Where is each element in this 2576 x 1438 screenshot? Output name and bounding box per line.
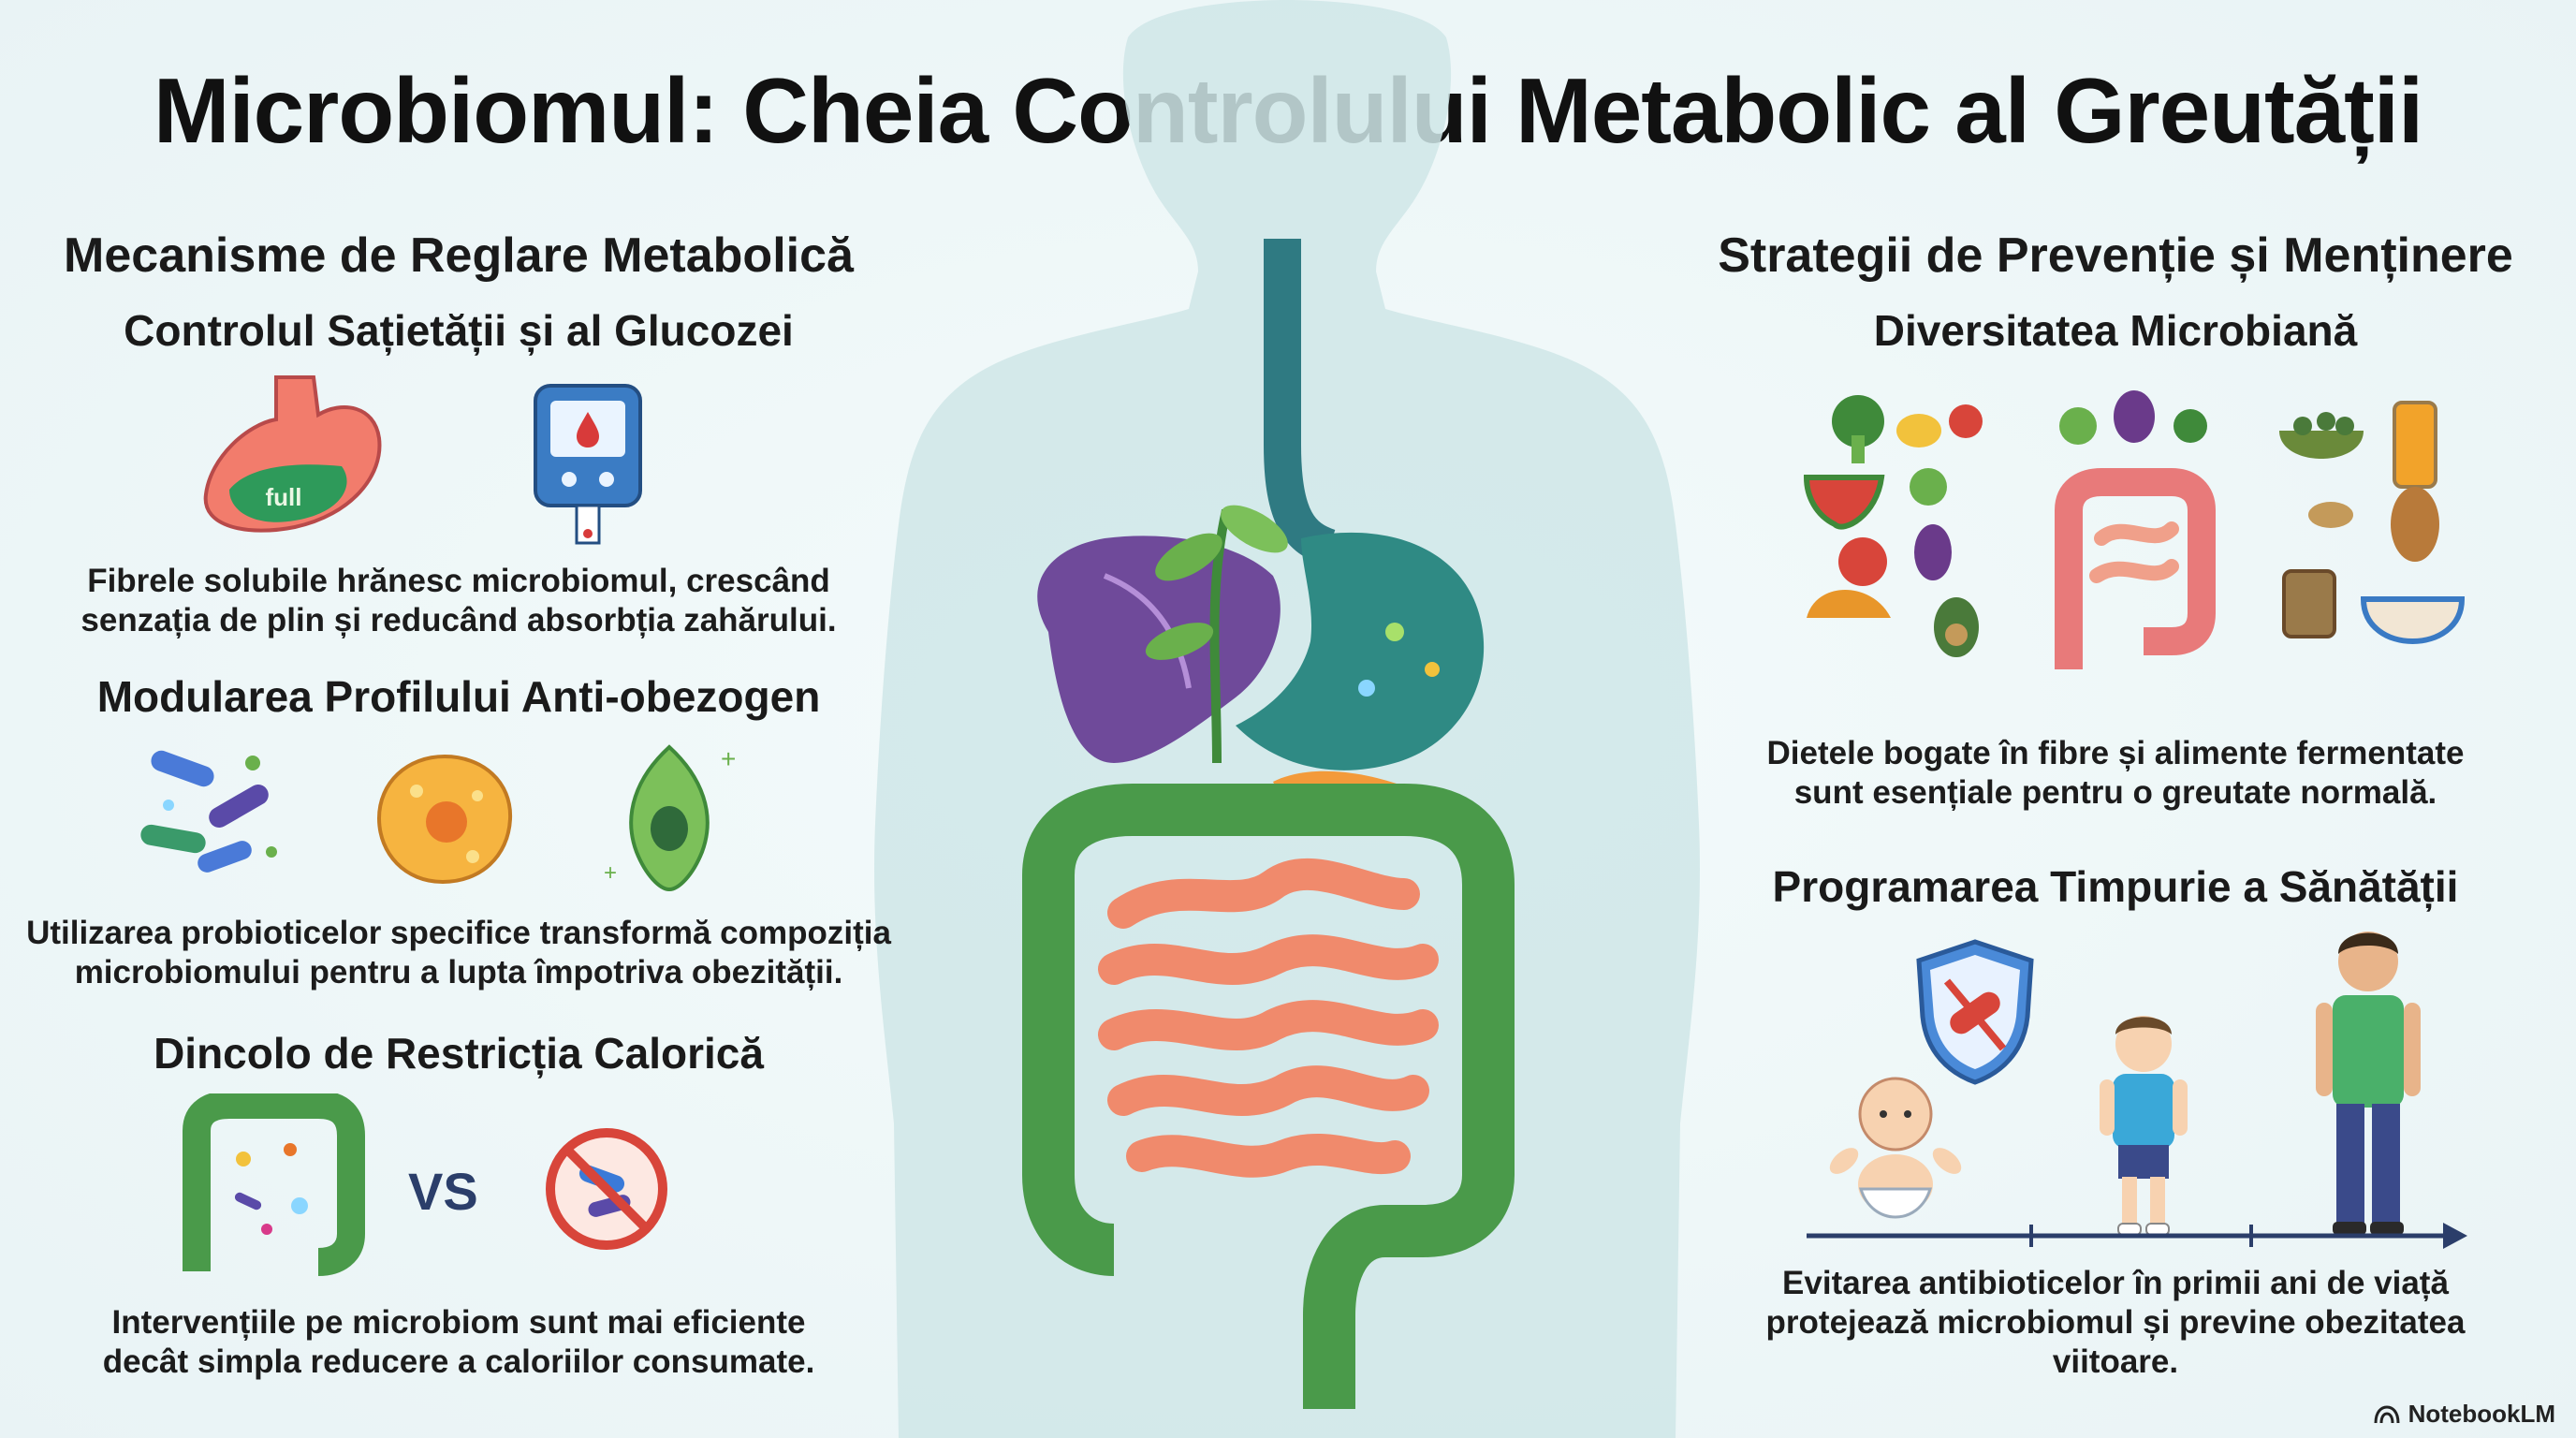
desc-line: Utilizarea probioticelor specifice trans… <box>26 915 891 951</box>
desc-line: Fibrele solubile hrănesc microbiomul, cr… <box>87 563 830 599</box>
left-subheading-1: Controlul Sațietății și al Glucozei <box>124 306 794 355</box>
right-desc-1: Dietele bogate în fibre și alimente ferm… <box>1676 734 2555 813</box>
desc-line: Dietele bogate în fibre și alimente ferm… <box>1766 735 2465 771</box>
colon-microbes-icon <box>183 1093 365 1276</box>
stomach-icon <box>1236 532 1485 770</box>
brand-label: NotebookLM <box>2408 1400 2555 1428</box>
digestive-system <box>1022 239 1515 1409</box>
adult-icon <box>2316 932 2421 1235</box>
colon-icon <box>1022 784 1515 1409</box>
left-subheading-3: Dincolo de Restricția Calorică <box>154 1029 764 1078</box>
timeline-arrow-icon <box>1807 1223 2467 1249</box>
desc-line: sunt esențiale pentru o greutate normală… <box>1793 774 2437 811</box>
desc-line: Intervențiile pe microbiom sunt mai efic… <box>111 1304 806 1341</box>
left-desc-1: Fibrele solubile hrănesc microbiomul, cr… <box>19 562 899 640</box>
child-icon <box>2100 1016 2188 1236</box>
fermented-foods-icon <box>2279 401 2466 644</box>
svg-text:+: + <box>604 860 617 886</box>
left-subheading-2: Modularea Profilului Anti-obezogen <box>96 672 821 721</box>
right-subheading-1: Diversitatea Microbiană <box>1873 306 2358 355</box>
desc-line: viitoare. <box>2052 1343 2179 1380</box>
left-desc-3: Intervențiile pe microbiom sunt mai efic… <box>19 1303 899 1382</box>
desc-line: senzația de plin și reducând absorbția z… <box>80 602 837 638</box>
esophagus-icon <box>1264 239 1336 565</box>
stomach-full-icon: full <box>203 375 382 533</box>
right-heading: Strategii de Prevenție și Menținere <box>1718 228 2513 283</box>
desc-line: Evitarea antibioticelor în primii ani de… <box>1782 1265 2449 1301</box>
fruits-vegetables-icon <box>1803 395 1983 657</box>
vs-label: VS <box>408 1162 478 1221</box>
no-bacteria-icon <box>546 1128 667 1250</box>
desc-line: microbiomului pentru a lupta împotriva o… <box>74 954 843 990</box>
svg-text:+: + <box>721 744 736 773</box>
gut-with-food-icon <box>2055 390 2216 669</box>
brand-logo: NotebookLM <box>2373 1400 2555 1429</box>
notebooklm-icon <box>2374 1404 2400 1423</box>
right-desc-2: Evitarea antibioticelor în primii ani de… <box>1676 1264 2555 1382</box>
fat-cell-icon <box>376 754 513 885</box>
antibiotic-shield-icon <box>1916 939 2034 1085</box>
left-heading: Mecanisme de Reglare Metabolică <box>64 228 854 283</box>
lean-cell-icon: + + <box>604 744 736 892</box>
glucose-meter-icon <box>534 384 642 545</box>
right-subheading-2: Programarea Timpurie a Sănătății <box>1772 862 2459 911</box>
baby-icon <box>1829 1077 1962 1219</box>
desc-line: protejează microbiomul și previne obezit… <box>1765 1304 2466 1341</box>
bacteria-cluster-icon <box>140 750 277 873</box>
left-desc-2: Utilizarea probioticelor specifice trans… <box>19 914 899 992</box>
stomach-full-label: full <box>266 483 302 511</box>
intestines-icon <box>1098 858 1439 1178</box>
desc-line: decât simpla reducere a caloriilor consu… <box>102 1343 815 1380</box>
